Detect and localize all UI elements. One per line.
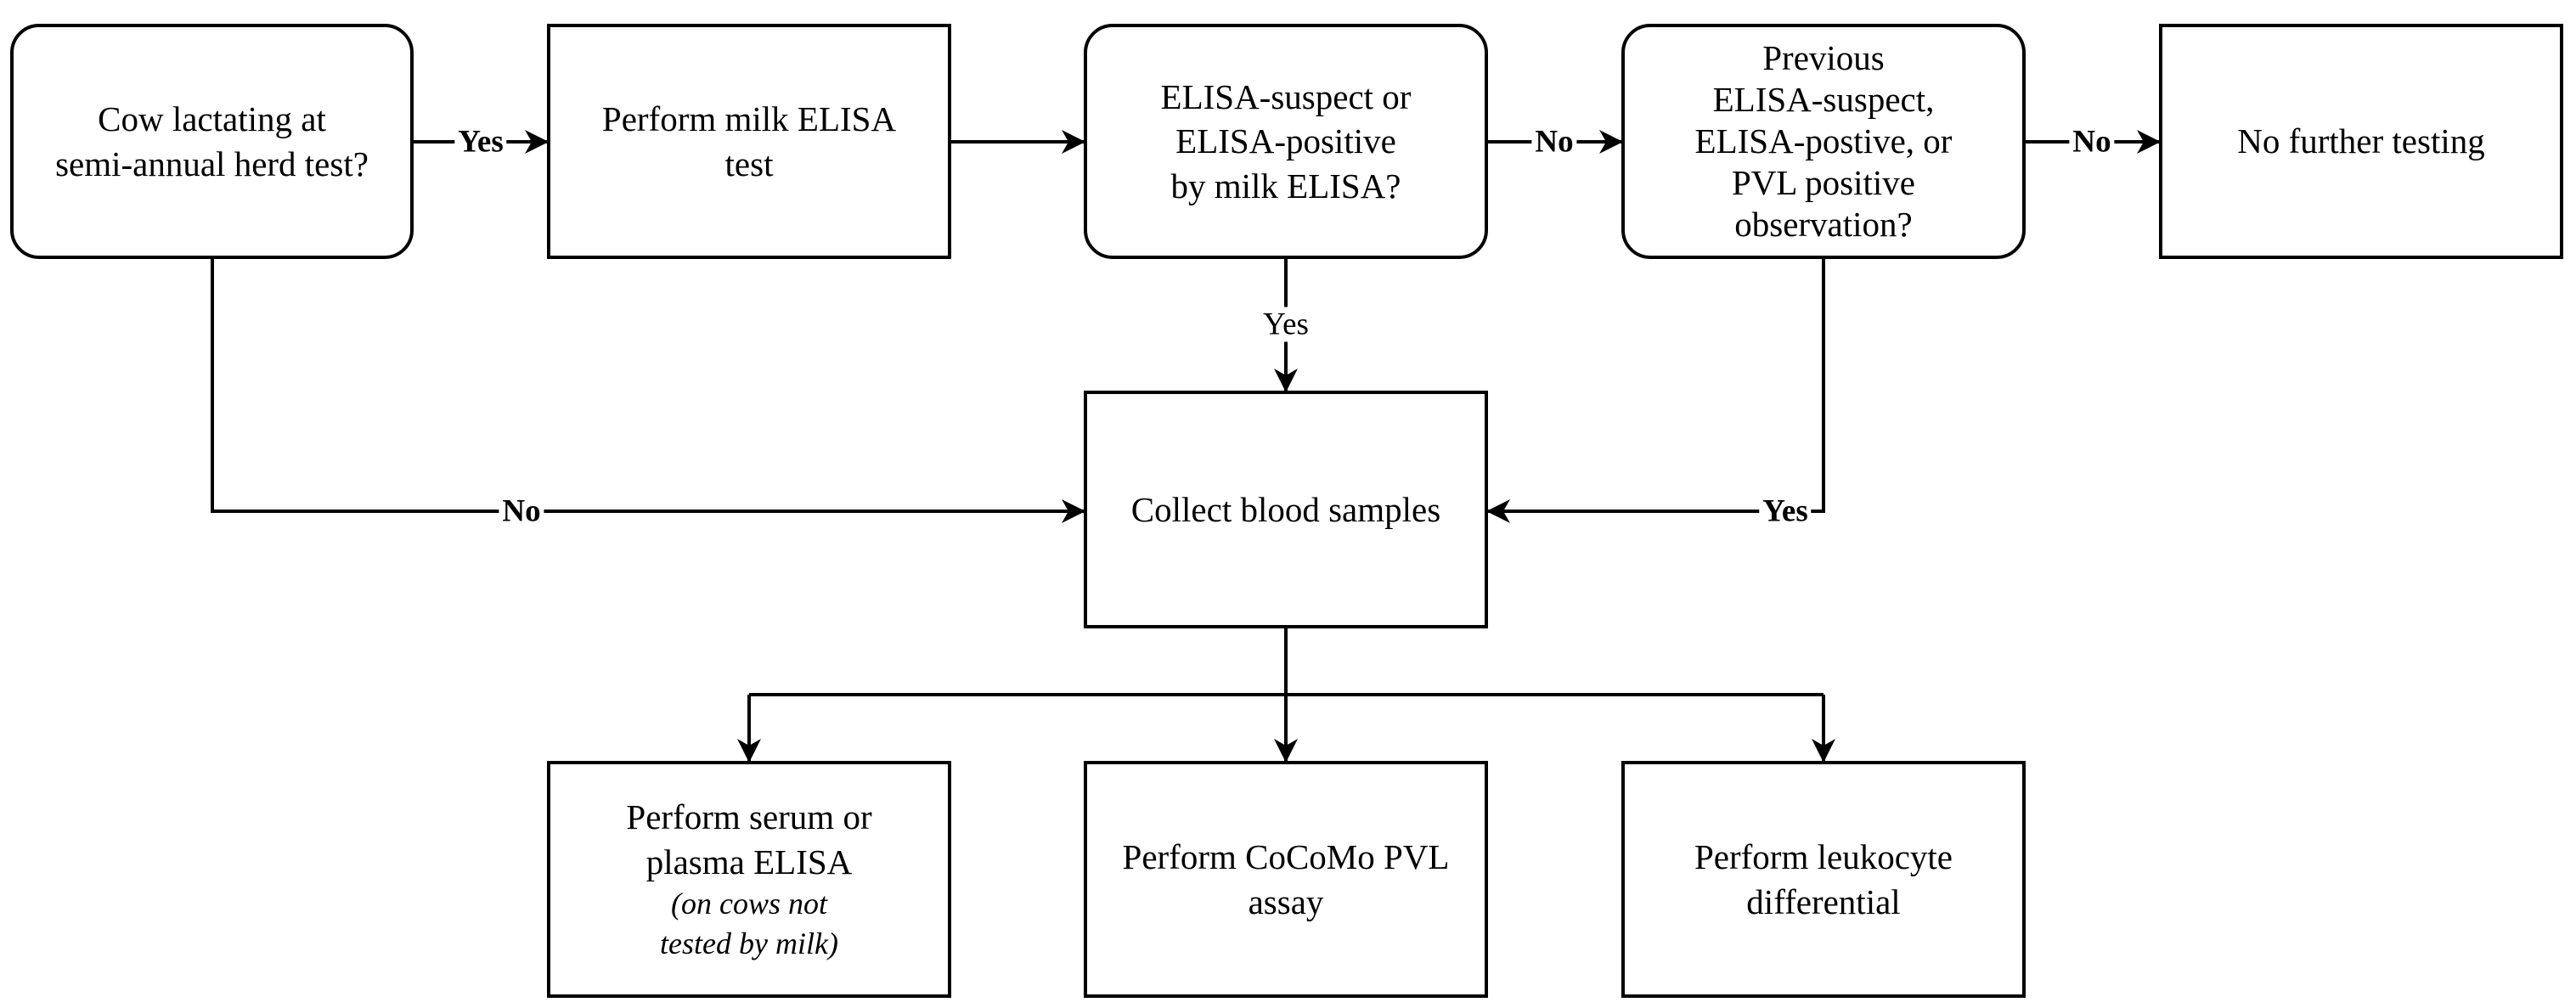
node-text-line: differential xyxy=(1746,881,1901,921)
node-text-line: by milk ELISA? xyxy=(1170,166,1401,206)
edge-label-lactating-no: No xyxy=(499,493,544,529)
edge-label-suspect-no: No xyxy=(1531,124,1577,160)
node-collect-blood-samples: Collect blood samples xyxy=(1084,391,1488,628)
edge-label-lactating-yes: Yes xyxy=(454,124,507,160)
node-text-line: observation? xyxy=(1734,205,1913,245)
node-text-line: assay xyxy=(1248,881,1324,921)
node-text-line: ELISA-postive, or xyxy=(1694,121,1953,160)
edge-label-previous-yes: Yes xyxy=(1759,493,1812,529)
node-text-line: ELISA-suspect, xyxy=(1712,79,1935,119)
node-perform-leukocyte-differential: Perform leukocyte differential xyxy=(1621,761,2026,998)
node-text-line: plasma ELISA xyxy=(645,842,853,881)
node-note-line: tested by milk) xyxy=(660,926,838,960)
node-text-line: test xyxy=(724,144,774,183)
node-text-line: Previous xyxy=(1762,37,1885,77)
node-note-line: (on cows not xyxy=(671,887,827,921)
node-perform-serum-elisa: Perform serum or plasma ELISA (on cows n… xyxy=(547,761,951,998)
edge-lactating-to-collect xyxy=(211,259,1085,523)
node-text-line: PVL positive xyxy=(1731,163,1915,203)
node-text-line: Perform serum or xyxy=(626,797,872,837)
node-text-line: ELISA-positive xyxy=(1175,121,1396,161)
edge-label-previous-no: No xyxy=(2069,124,2115,160)
node-text-line: Cow lactating at xyxy=(98,99,326,139)
node-text-line: Perform CoCoMo PVL xyxy=(1122,837,1450,877)
node-elisa-suspect-or-positive: ELISA-suspect or ELISA-positive by milk … xyxy=(1084,24,1488,259)
node-text-line: No further testing xyxy=(2237,121,2485,161)
node-perform-cocomo-pvl: Perform CoCoMo PVL assay xyxy=(1084,761,1488,998)
edge-label-suspect-yes: Yes xyxy=(1260,307,1312,342)
node-text-line: semi-annual herd test? xyxy=(55,144,369,183)
node-text-line: ELISA-suspect or xyxy=(1160,76,1412,116)
edge-previous-to-collect xyxy=(1486,259,1825,523)
node-text-line: Collect blood samples xyxy=(1130,489,1441,529)
node-previous-observation: Previous ELISA-suspect, ELISA-postive, o… xyxy=(1621,24,2026,259)
node-cow-lactating: Cow lactating at semi-annual herd test? xyxy=(10,24,414,259)
node-perform-milk-elisa: Perform milk ELISA test xyxy=(547,24,951,259)
node-text-line: Perform milk ELISA xyxy=(601,99,897,139)
node-no-further-testing: No further testing xyxy=(2159,24,2563,259)
node-text-line: Perform leukocyte xyxy=(1694,837,1953,877)
